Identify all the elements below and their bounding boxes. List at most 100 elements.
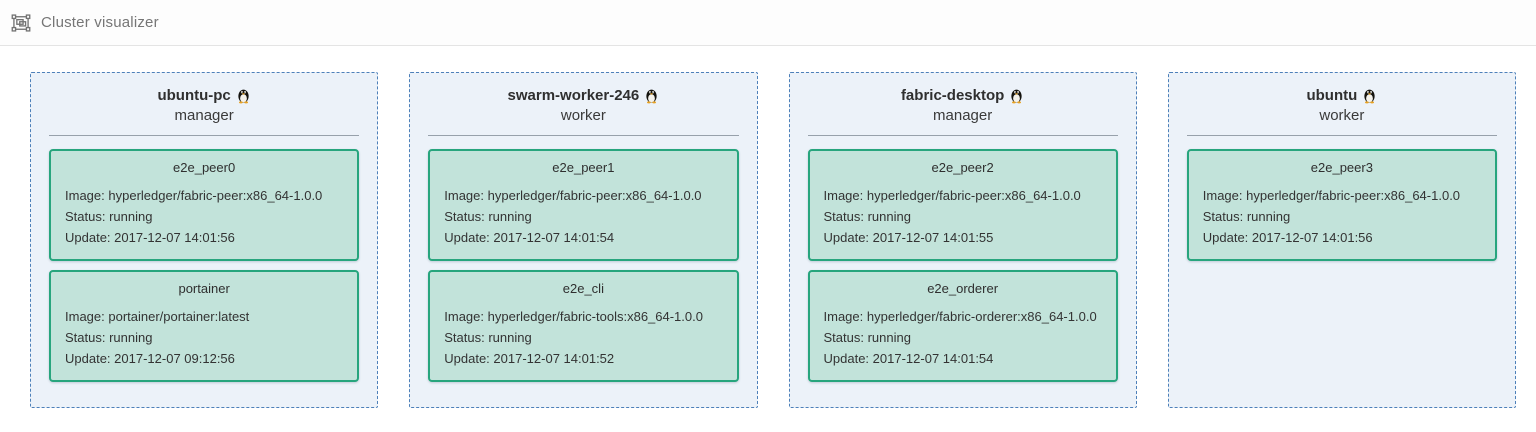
task-status-label: Status: [444, 330, 485, 345]
task-update-label: Update: [444, 230, 490, 245]
node-box: ubuntu worker e2e_peer3 Image: hyperledg… [1167, 72, 1516, 408]
task-status-label: Status: [65, 330, 106, 345]
task-update-label: Update: [823, 230, 870, 245]
node-name-label: fabric-desktop [900, 87, 1005, 104]
node-name-label: ubuntu-pc [157, 87, 231, 104]
task-update-value: 2017-12-07 14:01:56 [114, 230, 235, 245]
linux-penguin-icon [238, 89, 249, 104]
task-status-label: Status: [823, 209, 864, 224]
task-image-line: Image: hyperledger/fabric-orderer:x86_64… [824, 306, 1102, 327]
node-name: fabric-desktop [901, 87, 1024, 104]
linux-penguin-icon [1011, 89, 1022, 104]
node-role: worker [1319, 107, 1365, 124]
task-update-value: 2017-12-07 09:12:56 [114, 351, 235, 366]
task-status-value: running [488, 330, 532, 345]
node-separator [807, 135, 1118, 136]
task-name: e2e_peer0 [173, 160, 236, 175]
task-update-value: 2017-12-07 14:01:55 [872, 230, 994, 245]
task-update-label: Update: [65, 351, 111, 366]
node-name: ubuntu-pc [157, 87, 250, 104]
task-status-value: running [1246, 209, 1291, 224]
task-update-label: Update: [65, 230, 111, 245]
task-update-value: 2017-12-07 14:01:52 [493, 351, 615, 366]
task-image-value: hyperledger/fabric-tools:x86_64-1.0.0 [487, 309, 703, 324]
node-role: worker [560, 107, 606, 124]
task-image-label: Image: [823, 309, 864, 324]
task-image-value: hyperledger/fabric-peer:x86_64-1.0.0 [487, 188, 702, 203]
node-name: swarm-worker-246 [508, 87, 660, 104]
task-card: e2e_orderer Image: hyperledger/fabric-or… [807, 270, 1118, 382]
task-list: e2e_peer1 Image: hyperledger/fabric-peer… [428, 149, 739, 382]
task-card: e2e_cli Image: hyperledger/fabric-tools:… [428, 270, 739, 382]
task-image-line: Image: hyperledger/fabric-tools:x86_64-1… [444, 306, 722, 327]
task-name: e2e_cli [562, 281, 604, 296]
page-title: Cluster visualizer [41, 14, 159, 31]
task-update-line: Update: 2017-12-07 14:01:56 [1203, 227, 1481, 248]
task-card: e2e_peer3 Image: hyperledger/fabric-peer… [1186, 149, 1497, 261]
task-update-label: Update: [1202, 230, 1249, 245]
task-status-value: running [867, 330, 911, 345]
task-update-value: 2017-12-07 14:01:54 [872, 351, 994, 366]
task-card: e2e_peer2 Image: hyperledger/fabric-peer… [807, 149, 1118, 261]
task-update-line: Update: 2017-12-07 14:01:56 [65, 227, 343, 248]
node-box: ubuntu-pc manager e2e_peer0 Image: hyper… [30, 72, 379, 408]
task-card: portainer Image: portainer/portainer:lat… [49, 270, 360, 382]
node-name-label: ubuntu [1306, 87, 1358, 104]
task-name: e2e_peer2 [931, 160, 994, 175]
node-separator [49, 135, 360, 136]
task-status-line: Status: running [444, 206, 722, 227]
task-list: e2e_peer0 Image: hyperledger/fabric-peer… [49, 149, 360, 382]
task-list: e2e_peer2 Image: hyperledger/fabric-peer… [807, 149, 1118, 382]
task-status-line: Status: running [65, 327, 343, 348]
node-separator [428, 135, 739, 136]
task-status-line: Status: running [824, 206, 1102, 227]
object-group-icon [10, 12, 32, 34]
task-update-line: Update: 2017-12-07 14:01:54 [444, 227, 722, 248]
node-header: ubuntu-pc manager [49, 87, 359, 124]
task-name: e2e_peer1 [552, 160, 615, 175]
task-image-line: Image: hyperledger/fabric-peer:x86_64-1.… [824, 185, 1102, 206]
task-status-value: running [109, 209, 153, 224]
task-image-label: Image: [65, 188, 105, 203]
task-card: e2e_peer1 Image: hyperledger/fabric-peer… [428, 149, 739, 261]
task-update-value: 2017-12-07 14:01:56 [1251, 230, 1373, 245]
node-separator [1186, 135, 1497, 136]
page-header: Cluster visualizer [0, 0, 1536, 46]
node-box: swarm-worker-246 worker e2e_peer1 Image:… [409, 72, 758, 408]
task-image-label: Image: [444, 309, 484, 324]
task-image-value: hyperledger/fabric-peer:x86_64-1.0.0 [108, 188, 323, 203]
task-update-line: Update: 2017-12-07 14:01:55 [824, 227, 1102, 248]
task-status-value: running [109, 330, 153, 345]
task-update-line: Update: 2017-12-07 14:01:52 [444, 348, 722, 369]
task-name: portainer [178, 281, 230, 296]
task-update-label: Update: [823, 351, 870, 366]
node-box: fabric-desktop manager e2e_peer2 Image: … [788, 72, 1137, 408]
task-image-line: Image: hyperledger/fabric-peer:x86_64-1.… [444, 185, 722, 206]
node-header: fabric-desktop manager [808, 87, 1118, 124]
task-name: e2e_peer3 [1310, 160, 1373, 175]
task-status-line: Status: running [824, 327, 1102, 348]
node-name-label: swarm-worker-246 [507, 87, 640, 104]
task-status-line: Status: running [65, 206, 343, 227]
task-update-label: Update: [444, 351, 490, 366]
node-role: manager [933, 107, 993, 124]
task-image-label: Image: [65, 309, 105, 324]
task-update-line: Update: 2017-12-07 14:01:54 [824, 348, 1102, 369]
task-update-value: 2017-12-07 14:01:54 [493, 230, 615, 245]
linux-penguin-icon [646, 89, 657, 104]
task-status-value: running [867, 209, 911, 224]
task-image-line: Image: portainer/portainer:latest [65, 306, 343, 327]
task-status-label: Status: [444, 209, 485, 224]
task-image-value: hyperledger/fabric-orderer:x86_64-1.0.0 [866, 309, 1097, 324]
task-status-line: Status: running [444, 327, 722, 348]
node-role: manager [174, 107, 234, 124]
node-header: swarm-worker-246 worker [428, 87, 738, 124]
task-image-line: Image: hyperledger/fabric-peer:x86_64-1.… [1203, 185, 1481, 206]
task-name: e2e_orderer [927, 281, 999, 296]
task-update-line: Update: 2017-12-07 09:12:56 [65, 348, 343, 369]
task-status-value: running [488, 209, 532, 224]
node-header: ubuntu worker [1187, 87, 1497, 124]
task-image-label: Image: [1202, 188, 1243, 203]
task-status-label: Status: [823, 330, 864, 345]
task-image-value: hyperledger/fabric-peer:x86_64-1.0.0 [866, 188, 1081, 203]
